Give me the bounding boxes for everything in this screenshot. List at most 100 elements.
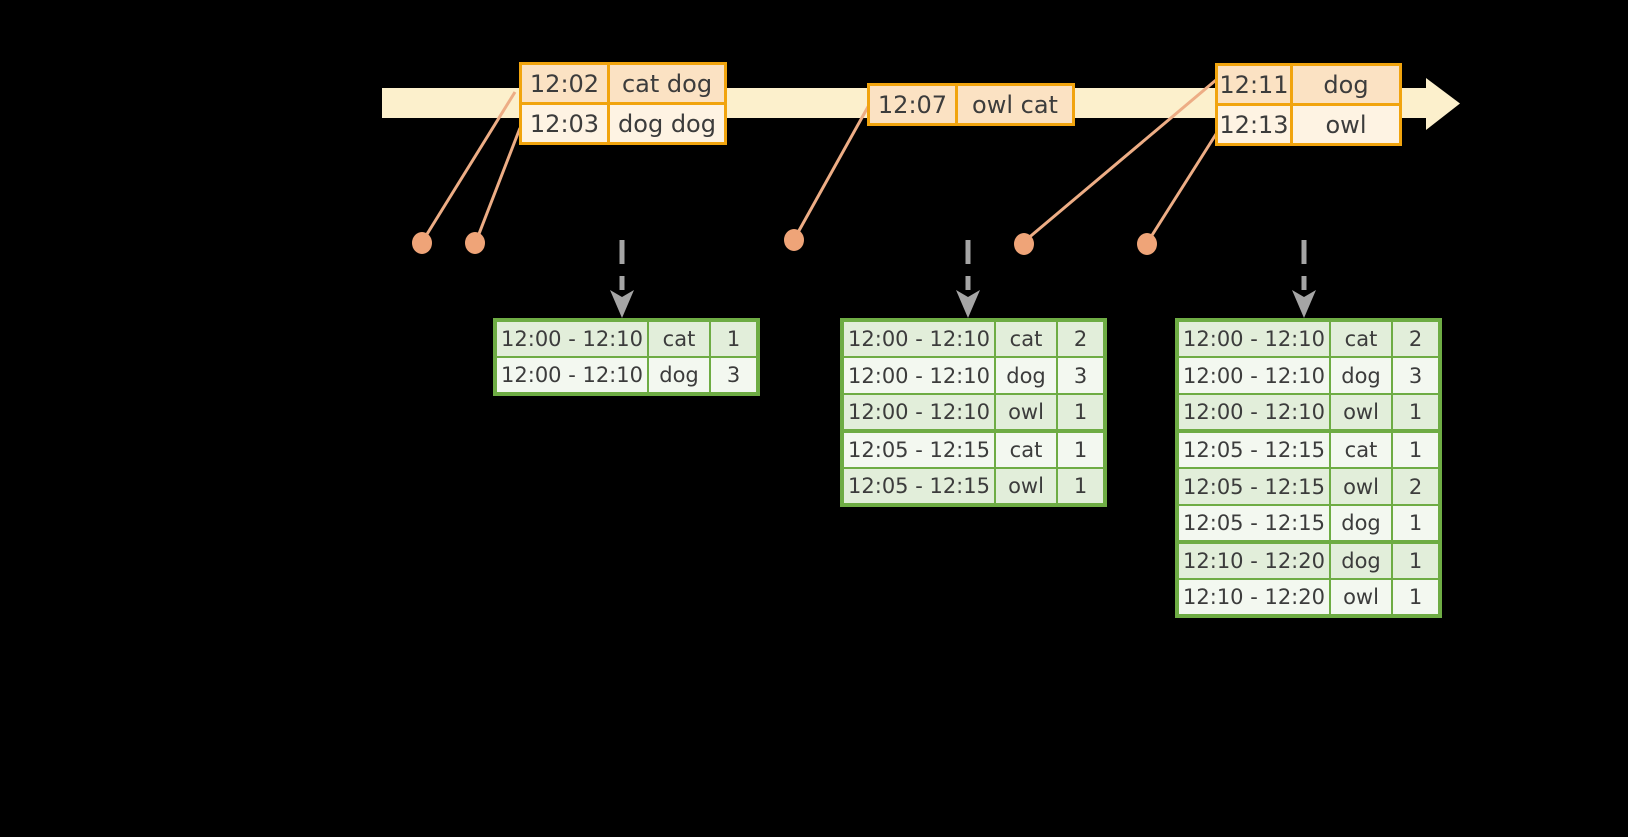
windowed-count-count-cell: 1 xyxy=(1056,429,1106,469)
windowed-count-word-cell: owl xyxy=(1329,393,1393,432)
event-words-cell: owl xyxy=(1290,103,1402,146)
windowed-count-count-cell: 2 xyxy=(1391,319,1441,358)
windowed-count-window-cell: 12:00 - 12:10 xyxy=(841,393,996,432)
windowed-count-count-cell: 3 xyxy=(1391,356,1441,395)
event-leader-line xyxy=(794,104,871,237)
event-words-cell: dog dog xyxy=(607,102,727,145)
windowed-count-word-cell: cat xyxy=(994,429,1058,469)
windowed-count-window-cell: 12:00 - 12:10 xyxy=(494,319,649,358)
windowed-count-window-cell: 12:00 - 12:10 xyxy=(1176,319,1331,358)
windowed-count-window-cell: 12:00 - 12:10 xyxy=(841,319,996,358)
windowed-count-count-cell: 1 xyxy=(1391,393,1441,432)
windowed-count-word-cell: owl xyxy=(1329,578,1393,617)
timeline-arrowhead-icon xyxy=(1426,78,1460,130)
windowed-count-word-cell: dog xyxy=(1329,356,1393,395)
windowed-count-word-cell: cat xyxy=(994,319,1058,358)
event-words-cell: owl cat xyxy=(955,83,1075,126)
windowed-count-count-cell: 2 xyxy=(1391,467,1441,506)
windowed-count-word-cell: owl xyxy=(1329,467,1393,506)
event-time-cell: 12:13 xyxy=(1215,103,1293,146)
windowed-count-window-cell: 12:05 - 12:15 xyxy=(841,429,996,469)
event-dot xyxy=(412,232,432,254)
event-words-cell: cat dog xyxy=(607,62,727,105)
windowed-count-window-cell: 12:00 - 12:10 xyxy=(1176,393,1331,432)
windowed-count-word-cell: cat xyxy=(647,319,711,358)
event-time-cell: 12:03 xyxy=(519,102,610,145)
windowed-count-window-cell: 12:05 - 12:15 xyxy=(1176,504,1331,543)
event-dot xyxy=(1137,233,1157,255)
windowed-count-window-cell: 12:00 - 12:10 xyxy=(494,356,649,395)
windowed-count-window-cell: 12:00 - 12:10 xyxy=(1176,356,1331,395)
windowed-count-window-cell: 12:05 - 12:15 xyxy=(841,467,996,506)
windowed-count-word-cell: dog xyxy=(647,356,711,395)
windowed-count-count-cell: 3 xyxy=(1056,356,1106,395)
trigger-arrowhead-icon xyxy=(610,290,634,318)
event-words-cell: dog xyxy=(1290,63,1402,106)
windowed-count-window-cell: 12:10 - 12:20 xyxy=(1176,540,1331,580)
event-dot xyxy=(1014,233,1034,255)
windowed-count-count-cell: 1 xyxy=(1391,578,1441,617)
windowed-count-word-cell: dog xyxy=(1329,504,1393,543)
event-leader-line xyxy=(1025,78,1217,242)
windowed-count-window-cell: 12:00 - 12:10 xyxy=(841,356,996,395)
windowed-count-count-cell: 2 xyxy=(1056,319,1106,358)
windowed-count-word-cell: owl xyxy=(994,393,1058,432)
windowed-count-window-cell: 12:05 - 12:15 xyxy=(1176,467,1331,506)
windowed-count-word-cell: cat xyxy=(1329,429,1393,469)
trigger-arrowhead-icon xyxy=(956,290,980,318)
windowed-count-word-cell: cat xyxy=(1329,319,1393,358)
windowed-count-word-cell: owl xyxy=(994,467,1058,506)
windowed-count-count-cell: 1 xyxy=(1391,429,1441,469)
event-leader-line xyxy=(422,91,517,240)
event-dot xyxy=(465,232,485,254)
event-leader-line xyxy=(1147,130,1220,241)
windowed-count-window-cell: 12:05 - 12:15 xyxy=(1176,429,1331,469)
event-time-cell: 12:02 xyxy=(519,62,610,105)
trigger-arrowhead-icon xyxy=(1292,290,1316,318)
windowed-count-word-cell: dog xyxy=(1329,540,1393,580)
event-time-cell: 12:11 xyxy=(1215,63,1293,106)
windowed-count-count-cell: 1 xyxy=(709,319,759,358)
event-dot xyxy=(784,229,804,251)
windowed-count-count-cell: 1 xyxy=(1056,467,1106,506)
windowed-count-count-cell: 1 xyxy=(1391,504,1441,543)
windowed-count-word-cell: dog xyxy=(994,356,1058,395)
event-leader-line xyxy=(475,127,522,240)
event-time-cell: 12:07 xyxy=(867,83,958,126)
windowed-count-count-cell: 3 xyxy=(709,356,759,395)
windowed-count-count-cell: 1 xyxy=(1391,540,1441,580)
